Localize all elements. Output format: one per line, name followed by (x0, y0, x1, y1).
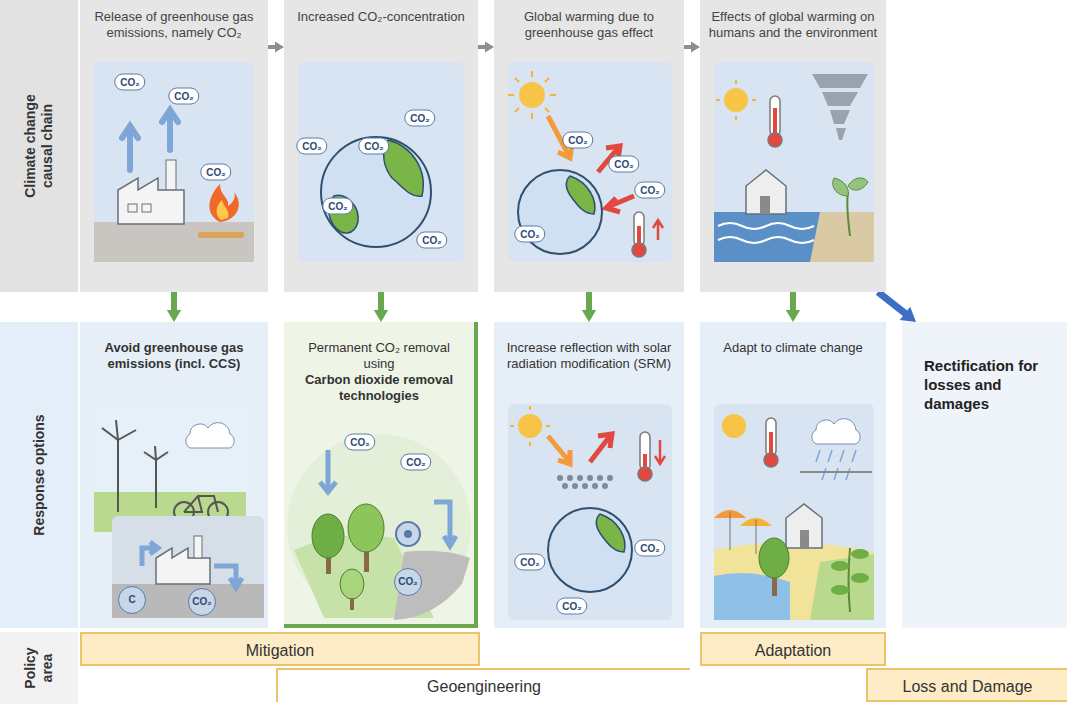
emission-illustration (80, 0, 268, 292)
flow-arrow (684, 42, 700, 53)
arrow-head (374, 310, 388, 322)
arrow-line (171, 292, 177, 312)
arrow-head (786, 310, 800, 322)
co2-cloud: CO₂ (344, 434, 375, 451)
panel-text: Carbon dioxide removal technologies (292, 372, 466, 404)
flow-arrow (374, 292, 388, 322)
co2-cloud: CO₂ (608, 156, 639, 173)
arrow-head (167, 310, 181, 322)
policy-label: Geoengineering (282, 677, 686, 696)
arrow-line (790, 292, 796, 312)
policy-bar: Loss and Damage (866, 668, 1067, 702)
co2-cloud: CO₂ (358, 138, 389, 155)
policy-bar: Adaptation (700, 632, 886, 666)
co2-cloud: CO₂ (514, 554, 545, 571)
co2-cloud: CO₂ (514, 226, 545, 243)
response-panel: Increase reflection with solar radiation… (494, 322, 684, 628)
arrow-head (275, 42, 284, 53)
flow-arrow (268, 42, 284, 53)
arrow-head (485, 42, 494, 53)
co2-cloud: CO₂ (114, 74, 145, 91)
co2-cloud: CO₂ (168, 88, 199, 105)
flow-arrow (786, 292, 800, 322)
carbon-circle: CO₂ (394, 568, 422, 596)
panel-text: Increase reflection with solar radiation… (502, 340, 676, 372)
row-ground (0, 0, 78, 292)
response-panel: Rectification for losses and damages (902, 322, 1067, 628)
policy-label: Loss and Damage (872, 677, 1063, 696)
flow-arrow (878, 292, 916, 322)
response-panel: Adapt to climate change (700, 322, 886, 628)
causal-panel: Global warming due to greenhouse gas eff… (494, 0, 684, 292)
causal-panel: Release of greenhouse gas emissions, nam… (80, 0, 268, 292)
causal-panel: Effects of global warming on humans and … (700, 0, 886, 292)
policy-label: Adaptation (706, 641, 880, 660)
response-panel: Avoid greenhouse gas emissions (incl. CC… (80, 322, 268, 628)
flow-arrow (582, 292, 596, 322)
arrow-head (691, 42, 700, 53)
row-label: Climate change causal chain (22, 87, 56, 205)
arrow-head (582, 310, 596, 322)
flow-arrow (478, 42, 494, 53)
row-label: Response options (31, 395, 48, 555)
co2-cloud: CO₂ (562, 132, 593, 149)
panel-text: Rectification for losses and damages (924, 356, 1055, 413)
co2-cloud: CO₂ (296, 138, 327, 155)
co2-cloud: CO₂ (322, 198, 353, 215)
panel-text: Global warming due to greenhouse gas eff… (502, 9, 676, 41)
row-ground (0, 632, 78, 704)
policy-bar: Geoengineering (276, 668, 690, 702)
panel-text: Avoid greenhouse gas emissions (incl. CC… (88, 340, 260, 372)
arrow-line (378, 292, 384, 312)
panel-text: Effects of global warming on humans and … (708, 9, 878, 41)
arrow-head (900, 307, 916, 322)
policy-label: Mitigation (86, 641, 474, 660)
arrow-line (586, 292, 592, 312)
panel-text: Adapt to climate change (708, 340, 878, 356)
adaptation-illustration (700, 322, 886, 628)
row-label: Policy area (22, 642, 56, 694)
response-panel: Permanent CO₂ removal usingCarbon dioxid… (284, 322, 478, 628)
co2-cloud: CO₂ (556, 598, 587, 615)
row-ground (0, 322, 78, 628)
policy-bar: Mitigation (80, 632, 480, 666)
panel-text: Release of greenhouse gas emissions, nam… (88, 9, 260, 41)
panel-text: Permanent CO₂ removal using (292, 340, 466, 372)
co2-cloud: CO₂ (416, 232, 447, 249)
co2-cloud: CO₂ (634, 540, 665, 557)
co2-cloud: CO₂ (634, 182, 665, 199)
co2-cloud: CO₂ (404, 110, 435, 127)
co2-cloud: CO₂ (200, 164, 231, 181)
panel-text: Increased CO₂-concentration (292, 9, 470, 25)
flow-arrow (167, 292, 181, 322)
carbon-circle: CO₂ (188, 588, 216, 616)
co2-cloud: CO₂ (400, 454, 431, 471)
causal-panel: Increased CO₂-concentrationCO₂ CO₂ CO₂ CO₂ C… (284, 0, 478, 292)
arrow-line (878, 292, 907, 315)
impacts-illustration (700, 0, 886, 292)
carbon-circle: C (118, 586, 146, 614)
